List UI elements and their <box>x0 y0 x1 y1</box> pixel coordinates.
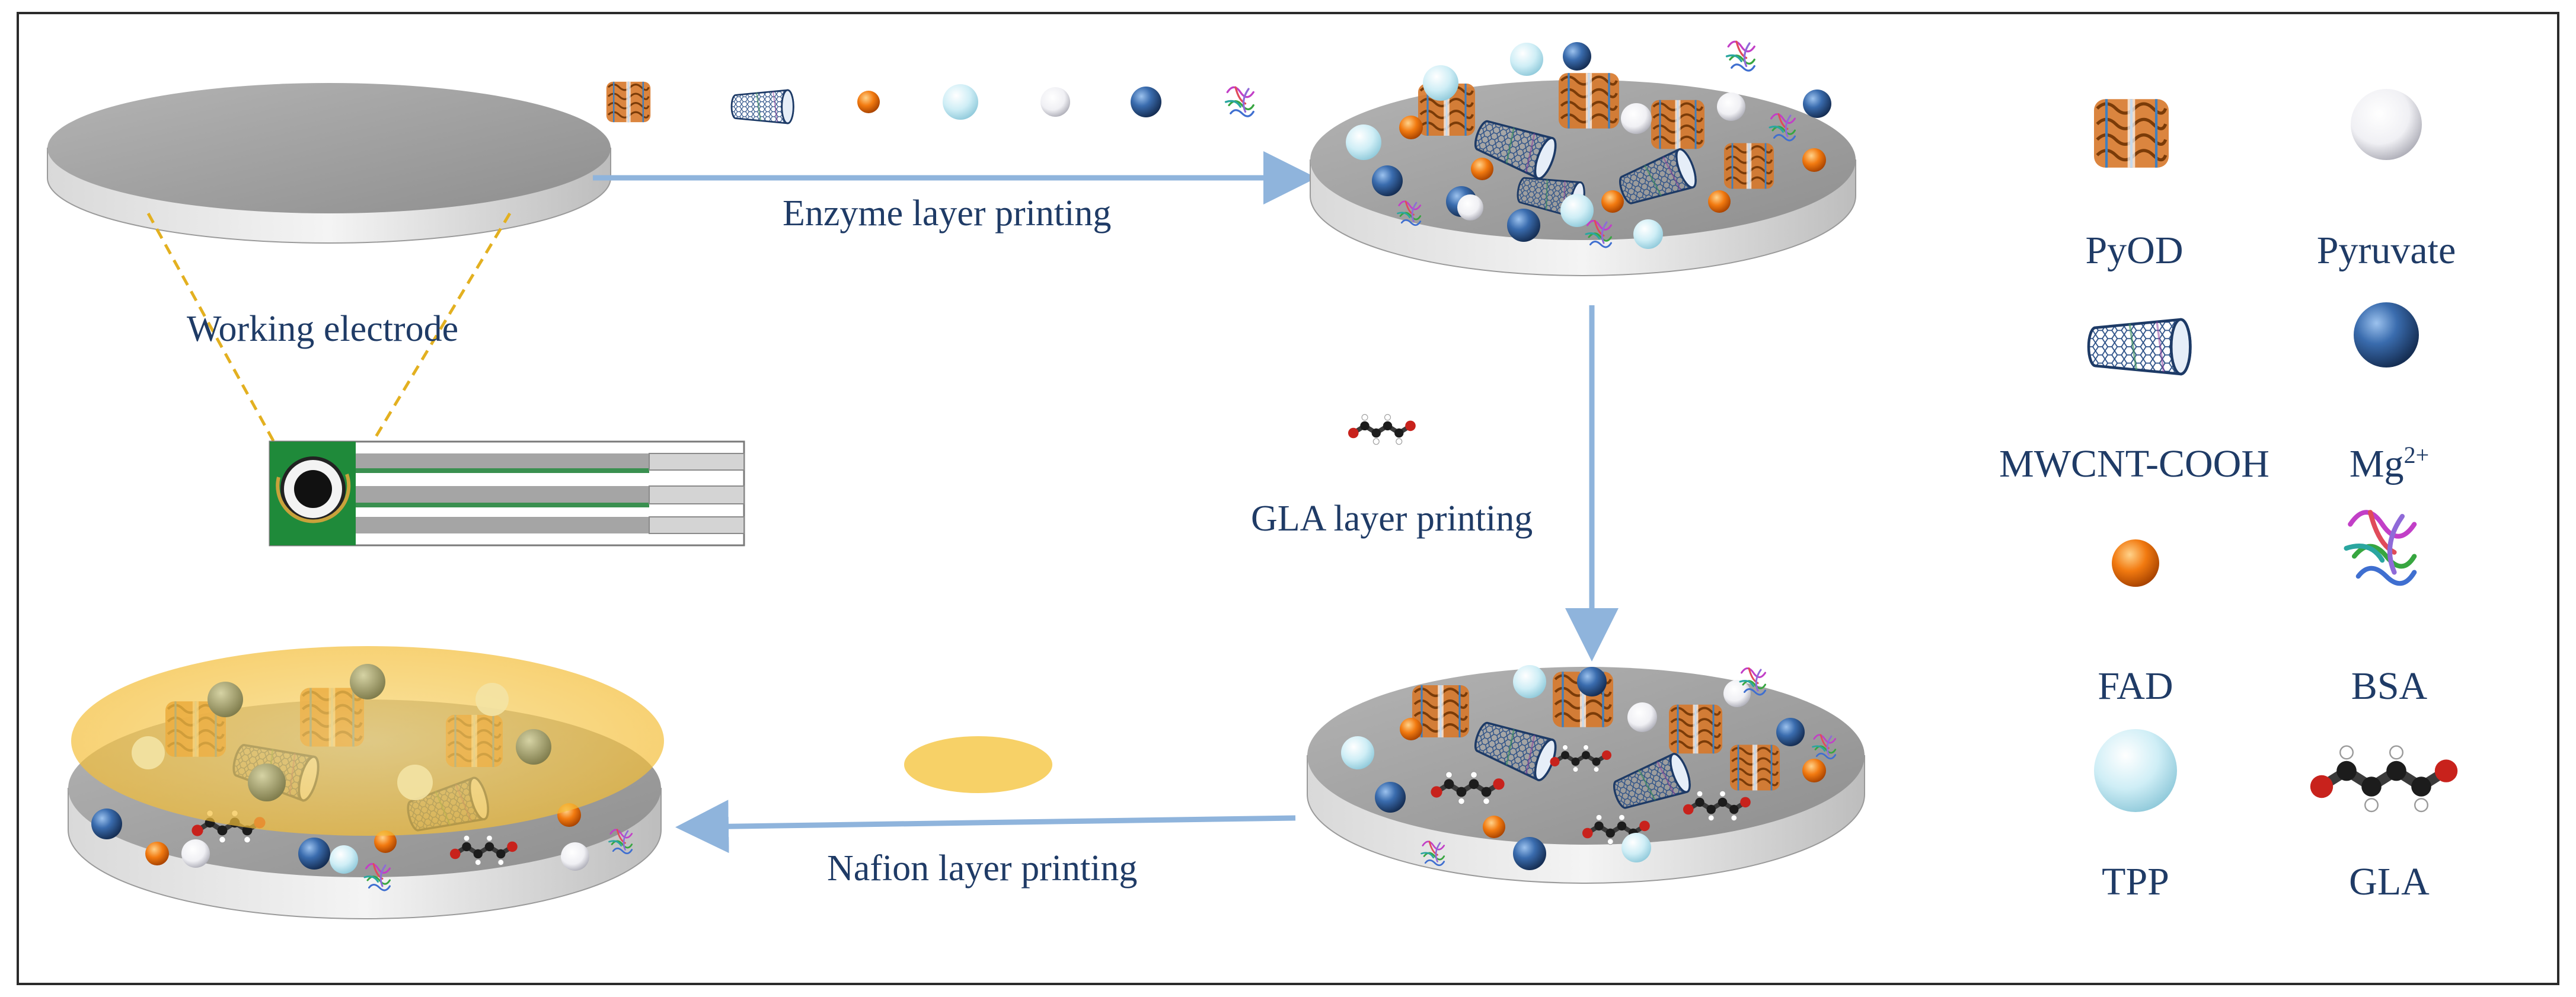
legend-fad-icon <box>2112 539 2159 587</box>
nafion-arrow <box>675 800 1296 854</box>
legend-mg-label: Mg2+ <box>2350 442 2429 487</box>
legend-mwcnt-icon <box>2089 319 2190 374</box>
working-electrode-disc <box>47 83 611 244</box>
legend-mg-base: Mg <box>2349 442 2404 485</box>
legend-pyod-label: PyOD <box>2085 229 2184 272</box>
nafion-layer-label: Nafion layer printing <box>827 848 1138 889</box>
legend-mg-icon <box>2354 302 2419 368</box>
legend-tpp-label: TPP <box>2102 860 2169 903</box>
legend-tpp-icon <box>2094 729 2177 812</box>
nafion-drop-icon <box>904 736 1052 793</box>
legend-bsa-label: BSA <box>2351 664 2428 708</box>
working-electrode-label: Working electrode <box>187 309 459 349</box>
legend-icons <box>2089 89 2457 812</box>
tpp-icon <box>943 84 978 120</box>
fad-icon <box>857 91 880 113</box>
legend-pyruvate-label: Pyruvate <box>2316 229 2456 272</box>
legend-fad-label: FAD <box>2098 664 2173 708</box>
screen-printed-electrode <box>269 440 745 547</box>
gla-layer-label: GLA layer printing <box>1251 498 1533 539</box>
enzyme-components-row <box>605 81 1255 124</box>
pyruvate-icon <box>1040 87 1070 117</box>
nafion-coated-disc <box>68 646 664 919</box>
enzyme-coated-disc <box>1310 40 1856 276</box>
gla-crosslinked-disc <box>1307 665 1865 884</box>
zoom-line-left <box>146 212 280 452</box>
enzyme-layer-label: Enzyme layer printing <box>783 193 1112 234</box>
legend-mg-superscript: 2+ <box>2403 442 2430 468</box>
legend-mwcnt-label: MWCNT-COOH <box>1999 442 2269 485</box>
zoom-line-right <box>366 212 512 452</box>
pyod-icon <box>605 81 652 123</box>
legend-pyruvate-icon <box>2351 89 2422 160</box>
carbon-nanotube-icon <box>730 89 794 124</box>
mg-icon <box>1131 87 1161 117</box>
legend-pyod-icon <box>2094 99 2169 168</box>
legend-gla-label: GLA <box>2349 860 2430 903</box>
